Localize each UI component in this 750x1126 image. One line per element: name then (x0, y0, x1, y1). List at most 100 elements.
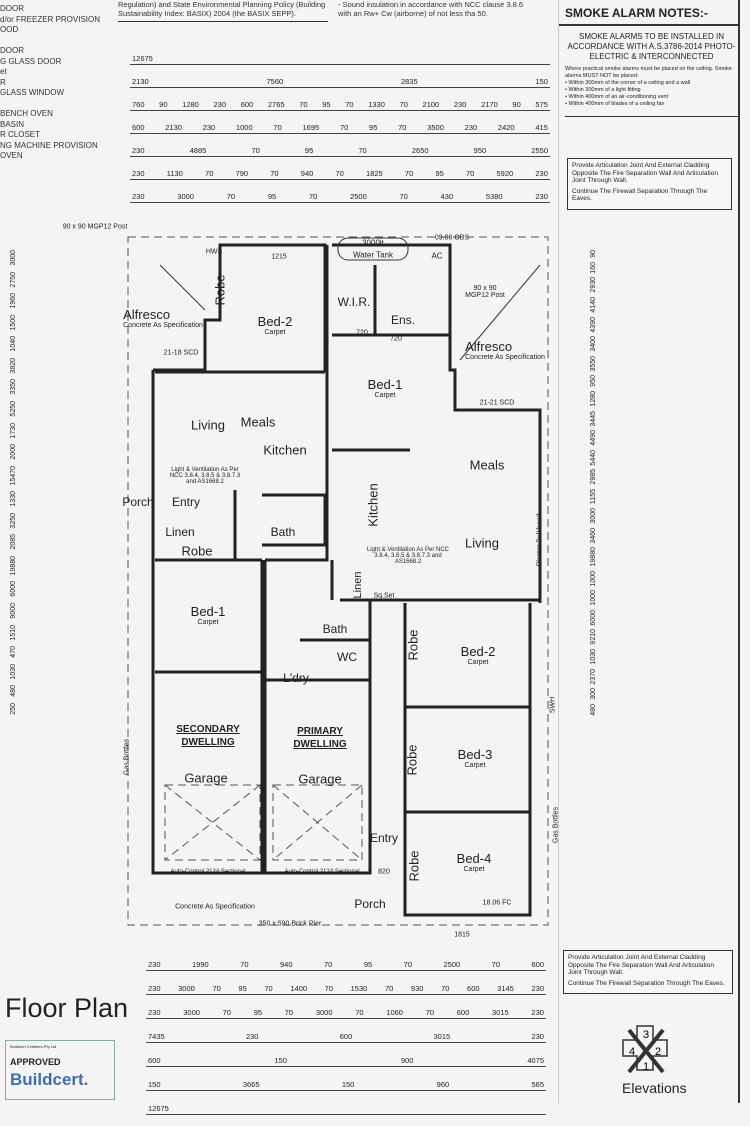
dimension-value: 150 (274, 1056, 287, 1065)
dimension-value: 95 (267, 192, 277, 201)
dimension-value: 230 (148, 1008, 161, 1017)
dimension-value: 230 (535, 169, 548, 178)
dimension-value: 600 (339, 1032, 353, 1041)
room-sub: Carpet (463, 866, 485, 873)
room-sub: Concrete As Specification (123, 322, 203, 329)
dimension-value: 1695 (302, 123, 320, 132)
stamp-company: Buildcert Certifiers Pty Ltd (10, 1044, 57, 1049)
dimension-value: 575 (535, 100, 548, 109)
ventilation-note-primary: Light & Ventilation As Per NCC 3.8.4, 3.… (366, 547, 450, 565)
door-720-ens: 720 (390, 335, 402, 343)
dimension-value: 2130 (132, 77, 149, 86)
smoke-intro: Where practical smoke alarms must be pla… (565, 66, 732, 79)
dimension-value: 2500 (443, 960, 461, 969)
articulation-note-top: Provide Articulation Joint And External … (567, 158, 732, 210)
room-entry-secondary: Entry (171, 495, 201, 509)
elev-2: 2 (655, 1046, 661, 1058)
room-kitchen-secondary: Kitchen (263, 442, 307, 458)
buildcert-logo: Buildcert. (10, 1070, 89, 1089)
dimension-value: 3015 (492, 1008, 509, 1017)
room-bath-secondary: Bath (270, 525, 296, 539)
dimension-value: 3000 (183, 1008, 200, 1017)
legend-item: d/or FREEZER PROVISION (0, 14, 101, 24)
dimension-value: 70 (308, 192, 318, 201)
dimension-value: 1990 (192, 960, 209, 969)
room-wir: W.I.R. (337, 295, 371, 309)
dimension-value: 2550 (531, 146, 548, 155)
dimension-value: 150 (341, 1080, 355, 1089)
legend-item: R CLOSET (0, 130, 41, 139)
dimension-value: 1330 (368, 100, 385, 109)
dimension-value: 1400 (290, 984, 308, 993)
dimension-value: 600 (531, 960, 544, 969)
room-linen: Linen (165, 525, 195, 539)
elev-4: 4 (629, 1046, 635, 1058)
dimension-value: 70 (212, 984, 221, 993)
dim-1815: 1815 (454, 931, 470, 939)
room-entry-primary: Entry (369, 831, 399, 845)
dimension-value: 230 (132, 169, 145, 178)
smoke-rule: • Within 400mm of an air-conditioning ve… (565, 94, 669, 100)
dimension-row: 12675 (146, 1102, 546, 1115)
dimension-value: 230 (148, 960, 161, 969)
dimension-value: 90 (159, 100, 168, 109)
dimension-value: 70 (398, 123, 407, 132)
water-tank: Water Tank (352, 250, 394, 260)
room-robe-bed2: Robe (405, 629, 421, 661)
gas-bottles-right: Gas Bottles (552, 806, 560, 844)
dimension-value: 940 (300, 169, 314, 178)
elevations-label: Elevations (622, 1080, 687, 1096)
dimension-value: 12675 (132, 54, 153, 63)
elevations-compass-icon: 3 2 1 4 (622, 1025, 668, 1074)
room-garage-secondary: Garage (184, 770, 228, 786)
dimension-value: 70 (404, 169, 414, 178)
dimension-value: 95 (435, 169, 444, 178)
sound-note: - Sound insulation in accordance with NC… (338, 0, 524, 18)
room-label: Bed-2 (460, 644, 496, 659)
legend-item: DOOR (0, 4, 24, 13)
dimension-value: 600 (456, 1008, 470, 1017)
dimension-value: 95 (363, 960, 373, 969)
door-820: 820 (378, 868, 390, 876)
concrete-note: Concrete As Specification (175, 903, 255, 911)
dimension-value: 95 (369, 123, 378, 132)
articulation-text: Provide Articulation Joint And External … (568, 954, 714, 976)
dimension-value: 4885 (189, 146, 207, 155)
room-laundry: L'dry (283, 671, 309, 685)
dimension-value: 430 (440, 192, 454, 201)
room-bath-primary: Bath (322, 622, 348, 636)
dimension-value: 70 (324, 984, 334, 993)
dimension-value: 2650 (411, 146, 429, 155)
room-robe: Robe (212, 274, 228, 306)
dimension-value: 2170 (481, 100, 498, 109)
room-porch-primary: Porch (354, 897, 386, 911)
smoke-alarm-notes: SMOKE ALARM NOTES:- SMOKE ALARMS TO BE I… (558, 0, 750, 1103)
dimension-value: 3665 (242, 1080, 260, 1089)
dimension-value: 565 (531, 1080, 544, 1089)
dimension-value: 70 (335, 169, 344, 178)
dimension-value: 600 (467, 984, 480, 993)
dimension-value: 70 (205, 169, 214, 178)
room-label: Alfresco (465, 339, 513, 354)
dimension-value: 230 (132, 146, 145, 155)
dimension-value: 230 (202, 123, 216, 132)
room-sub: Carpet (264, 329, 286, 336)
hws-label: HWS (205, 248, 223, 256)
room-garage-primary: Garage (298, 771, 342, 787)
room-sub: Carpet (374, 392, 396, 399)
dimension-value: 600 (240, 100, 254, 109)
room-kitchen-primary: Kitchen (365, 483, 381, 527)
room-label: Bed-1 (367, 377, 403, 392)
room-robe-2: Robe (181, 543, 213, 559)
dimension-value: 600 (132, 123, 145, 132)
dimension-value: 70 (491, 960, 500, 969)
room-meals-primary: Meals (469, 457, 505, 473)
dimension-value: 1280 (182, 100, 199, 109)
room-sub: Concrete As Specification (465, 354, 545, 361)
room-label: Bed-3 (457, 747, 493, 762)
